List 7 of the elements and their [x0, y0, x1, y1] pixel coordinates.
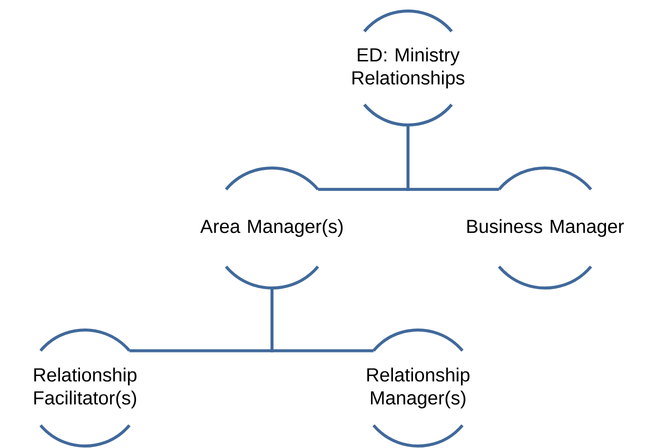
connector-line	[270, 288, 374, 352]
org-node: Relationship Facilitator(s)	[34, 328, 136, 448]
org-node: Business Manager	[467, 166, 624, 290]
org-node: Relationship Manager(s)	[367, 328, 470, 448]
connector-line	[406, 125, 499, 191]
org-node: Area Manager(s)	[200, 166, 343, 290]
org-node: ED: Ministry Relationships	[352, 10, 464, 126]
